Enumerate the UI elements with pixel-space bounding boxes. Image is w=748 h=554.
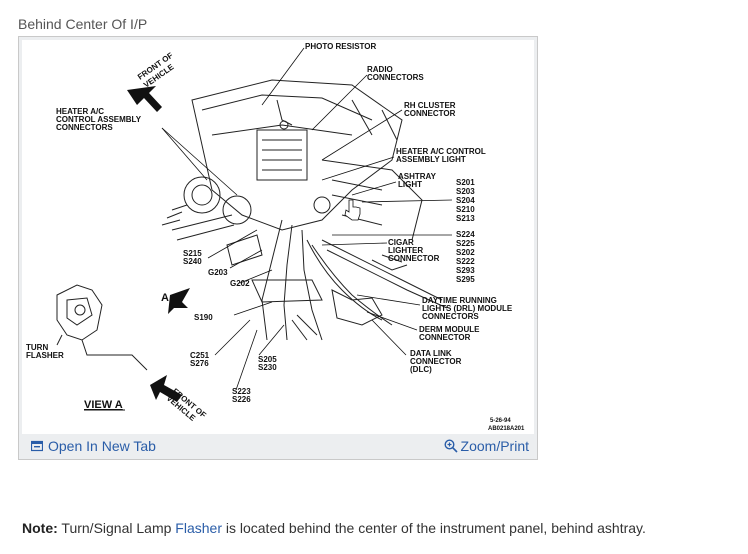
label-derm-2: CONNECTOR (419, 333, 471, 342)
label-cigar-3: CONNECTOR (388, 254, 440, 263)
diagram-frame: PHOTO RESISTOR RADIO CONNECTORS RH CLUST… (18, 36, 538, 460)
figure-caption: Behind Center Of I/P (18, 16, 148, 32)
leader-lines (161, 47, 453, 391)
label-cigar-2: LIGHTER (388, 246, 423, 255)
label-dlc-1: DATA LINK (410, 349, 452, 358)
label-code-id: AB0218A201 (488, 426, 525, 432)
label-c251: C251 (190, 351, 210, 360)
label-derm-1: DERM MODULE (419, 325, 480, 334)
label-heater-ac-3: CONNECTORS (56, 123, 113, 132)
dashboard-drawing (161, 79, 448, 341)
label-radio-1: RADIO (367, 65, 393, 74)
label-heater-ac-2: CONTROL ASSEMBLY (56, 115, 142, 124)
open-in-new-tab-label: Open In New Tab (48, 438, 156, 454)
label-ashtray-2: LIGHT (398, 180, 422, 189)
splice-b-1: S225 (456, 239, 475, 248)
splice-a-0: S201 (456, 178, 475, 187)
label-s226: S226 (232, 395, 251, 404)
label-g203: G203 (208, 268, 228, 277)
label-heater-ac-1: HEATER A/C (56, 107, 104, 116)
label-s240: S240 (183, 257, 202, 266)
label-radio-2: CONNECTORS (367, 73, 424, 82)
label-drl-3: CONNECTORS (422, 312, 479, 321)
splice-a-3: S210 (456, 205, 475, 214)
hand-cursor-icon (344, 199, 361, 221)
label-s205: S205 (258, 355, 277, 364)
label-heater-ctrl-light-1: HEATER A/C CONTROL (396, 147, 486, 156)
label-rh-cluster-2: CONNECTOR (404, 109, 456, 118)
label-rh-cluster-1: RH CLUSTER (404, 101, 456, 110)
window-icon (31, 440, 43, 452)
open-in-new-tab-link[interactable]: Open In New Tab (31, 438, 156, 454)
direction-arrows (127, 86, 190, 402)
splice-a-2: S204 (456, 196, 475, 205)
zoom-print-label: Zoom/Print (460, 438, 529, 454)
splice-b-2: S202 (456, 248, 475, 257)
label-drl-2: LIGHTS (DRL) MODULE (422, 304, 513, 313)
splice-b-4: S293 (456, 266, 475, 275)
splice-a-1: S203 (456, 187, 475, 196)
splice-b-0: S224 (456, 230, 475, 239)
label-s223: S223 (232, 387, 251, 396)
label-g202: G202 (230, 279, 250, 288)
splice-b-3: S222 (456, 257, 475, 266)
label-dlc-2: CONNECTOR (410, 357, 462, 366)
splice-b-5: S295 (456, 275, 475, 284)
label-s190: S190 (194, 313, 213, 322)
label-cigar-1: CIGAR (388, 238, 414, 247)
label-heater-ctrl-light-2: ASSEMBLY LIGHT (396, 155, 466, 164)
zoom-icon (444, 439, 458, 453)
turn-flasher-drawing (56, 284, 148, 371)
wiring-diagram[interactable]: PHOTO RESISTOR RADIO CONNECTORS RH CLUST… (22, 40, 534, 434)
note-text-before: Turn/Signal Lamp (57, 520, 176, 536)
label-dlc-3: (DLC) (410, 365, 432, 374)
label-flasher: FLASHER (26, 351, 64, 360)
label-view-a: VIEW A (84, 399, 123, 411)
label-drl-1: DAYTIME RUNNING (422, 296, 497, 305)
label-s215: S215 (183, 249, 202, 258)
label-ashtray-1: ASHTRAY (398, 172, 437, 181)
splice-list-a: S201 S203 S204 S210 S213 (456, 178, 475, 223)
note-text-after: is located behind the center of the inst… (221, 520, 646, 536)
note-paragraph: Note: Turn/Signal Lamp Flasher is locate… (22, 520, 646, 536)
label-turn: TURN (26, 343, 48, 352)
label-code-date: 5-26-94 (490, 418, 511, 424)
zoom-print-link[interactable]: Zoom/Print (444, 438, 529, 454)
label-photo-resistor: PHOTO RESISTOR (305, 42, 376, 51)
note-label: Note: (22, 520, 58, 536)
diagram-actions: Open In New Tab Zoom/Print (19, 434, 537, 460)
flasher-link[interactable]: Flasher (175, 520, 222, 536)
splice-a-4: S213 (456, 214, 475, 223)
label-s276: S276 (190, 359, 209, 368)
splice-list-b: S224 S225 S202 S222 S293 S295 (456, 230, 475, 284)
label-s230: S230 (258, 363, 277, 372)
wiring-diagram-svg: PHOTO RESISTOR RADIO CONNECTORS RH CLUST… (26, 42, 525, 432)
label-a: A (161, 292, 169, 304)
